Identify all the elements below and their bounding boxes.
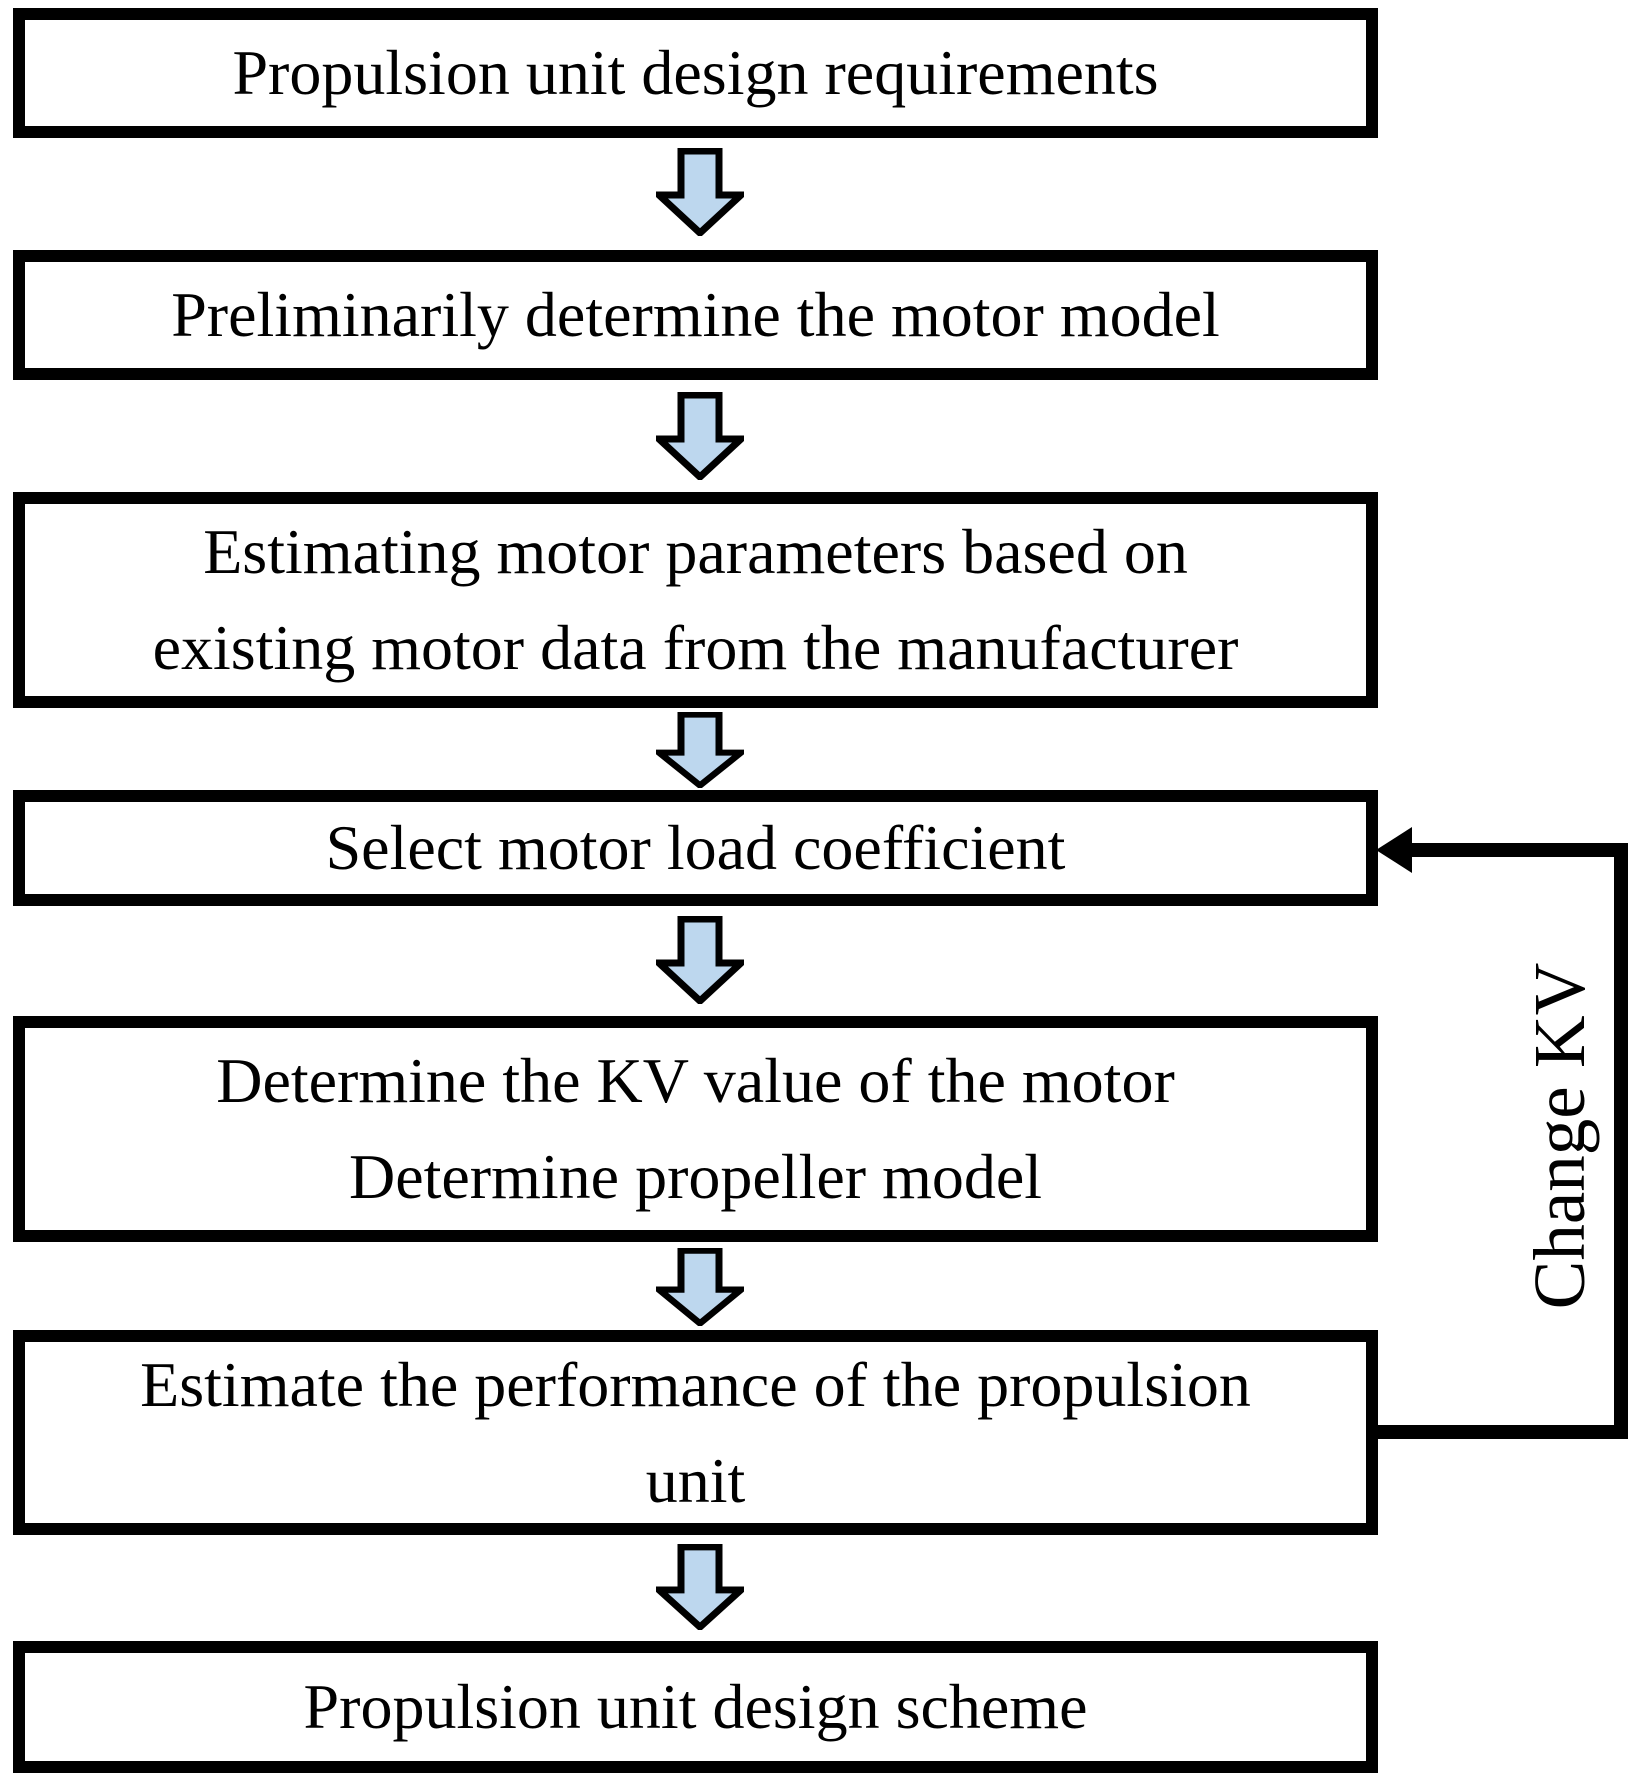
- flow-box-label: Estimate the performance of the propulsi…: [140, 1348, 1251, 1516]
- down-arrow-shape: [656, 712, 744, 788]
- flow-box-label: Estimating motor parameters based on exi…: [152, 516, 1239, 683]
- down-arrow-icon: [656, 916, 744, 1004]
- flow-box-load-coefficient: Select motor load coefficient: [13, 790, 1378, 906]
- flow-box-design-scheme: Propulsion unit design scheme: [13, 1641, 1378, 1773]
- down-arrow-shape: [656, 392, 744, 480]
- feedback-loop-bottom-line: [1378, 1425, 1628, 1439]
- flow-box-label: Propulsion unit design requirements: [232, 37, 1159, 108]
- down-arrow-icon: [656, 1248, 744, 1326]
- down-arrow-shape: [656, 148, 744, 236]
- flow-box-motor-parameters: Estimating motor parameters based on exi…: [13, 492, 1378, 708]
- feedback-label-change-kv: Change KV: [1519, 962, 1600, 1310]
- flow-box-motor-model: Preliminarily determine the motor model: [13, 250, 1378, 380]
- flow-box-performance-estimate: Estimate the performance of the propulsi…: [13, 1330, 1378, 1535]
- feedback-loop-top-line: [1408, 843, 1628, 857]
- down-arrow-shape: [656, 1248, 744, 1326]
- feedback-loop-vertical-line: [1614, 843, 1628, 1439]
- flow-box-label: Determine the KV value of the motor Dete…: [216, 1045, 1175, 1212]
- flow-box-label: Propulsion unit design scheme: [303, 1671, 1088, 1742]
- down-arrow-icon: [656, 712, 744, 788]
- flow-box-label: Select motor load coefficient: [325, 812, 1066, 883]
- down-arrow-icon: [656, 148, 744, 236]
- feedback-arrowhead-icon: [1376, 827, 1412, 873]
- flow-box-kv-propeller: Determine the KV value of the motor Dete…: [13, 1016, 1378, 1242]
- flow-box-design-requirements: Propulsion unit design requirements: [13, 8, 1378, 138]
- down-arrow-shape: [656, 1544, 744, 1630]
- down-arrow-icon: [656, 1544, 744, 1630]
- down-arrow-icon: [656, 392, 744, 480]
- flow-box-label: Preliminarily determine the motor model: [171, 279, 1220, 350]
- down-arrow-shape: [656, 916, 744, 1004]
